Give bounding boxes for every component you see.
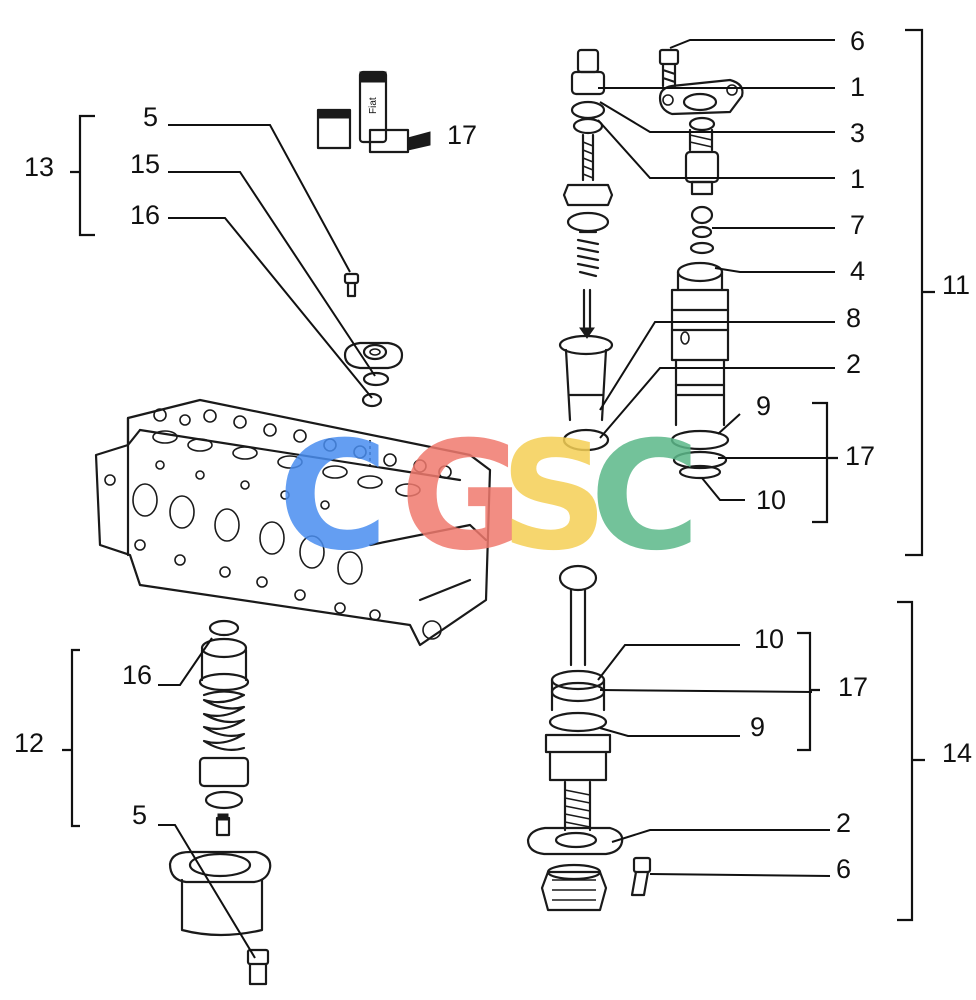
brace-12 <box>62 648 80 828</box>
brace-17b <box>797 631 820 752</box>
kit-13-parts <box>343 272 404 408</box>
callout-10: 10 <box>754 624 784 654</box>
callout-2: 2 <box>846 349 861 379</box>
callout-1: 1 <box>850 164 865 194</box>
callout-1: 1 <box>850 72 865 102</box>
watermark-letter-g: G <box>400 410 523 584</box>
callout-17: 17 <box>447 120 477 150</box>
callout-16: 16 <box>122 660 152 690</box>
callout-7: 7 <box>850 210 865 240</box>
callout-5: 5 <box>143 102 158 132</box>
callout-8: 8 <box>846 303 861 333</box>
callout-15: 15 <box>130 149 160 179</box>
callout-5: 5 <box>132 800 147 830</box>
flange-cap-15 <box>343 341 404 370</box>
callout-14: 14 <box>942 738 972 768</box>
sealant-tube-17: Fiat <box>316 70 431 154</box>
callout-12: 12 <box>14 728 44 758</box>
brace-11 <box>905 28 935 557</box>
kit-14-parts <box>526 564 652 912</box>
callout-17: 17 <box>838 672 868 702</box>
plug-assembly-11 <box>658 48 744 480</box>
watermark-letter-c1: C <box>278 410 388 584</box>
callout-17: 17 <box>845 441 875 471</box>
callout-11: 11 <box>942 270 970 300</box>
kit-12-parts <box>168 619 272 986</box>
brace-17a <box>812 401 838 524</box>
oring-16-top <box>361 371 390 408</box>
brace-14 <box>897 600 925 922</box>
callout-13: 13 <box>24 152 54 182</box>
group-braces <box>62 28 935 922</box>
screw-5-top <box>343 272 360 298</box>
brace-13 <box>70 114 95 237</box>
callout-9: 9 <box>750 712 765 742</box>
screw-6-top <box>658 48 680 88</box>
screw-6-bottom <box>630 856 652 897</box>
watermark-logo: C G S C <box>278 410 700 584</box>
callout-10: 10 <box>756 485 786 515</box>
callout-9: 9 <box>756 391 771 421</box>
callout-4: 4 <box>850 256 865 286</box>
tube-brand: Fiat <box>368 97 379 114</box>
callout-16: 16 <box>130 200 160 230</box>
valve-body-block <box>94 398 492 647</box>
screw-5-bottom <box>246 948 270 986</box>
watermark-letter-c2: C <box>590 410 700 584</box>
callout-2: 2 <box>836 808 851 838</box>
leader-lines <box>158 39 835 959</box>
callout-3: 3 <box>850 118 865 148</box>
callout-6: 6 <box>836 854 851 884</box>
callout-labels: 6 1 3 1 7 4 8 2 9 17 10 11 5 15 16 13 17… <box>14 26 972 884</box>
spool-assembly <box>558 48 614 452</box>
watermark-letter-s: S <box>500 410 608 584</box>
callout-6: 6 <box>850 26 865 56</box>
